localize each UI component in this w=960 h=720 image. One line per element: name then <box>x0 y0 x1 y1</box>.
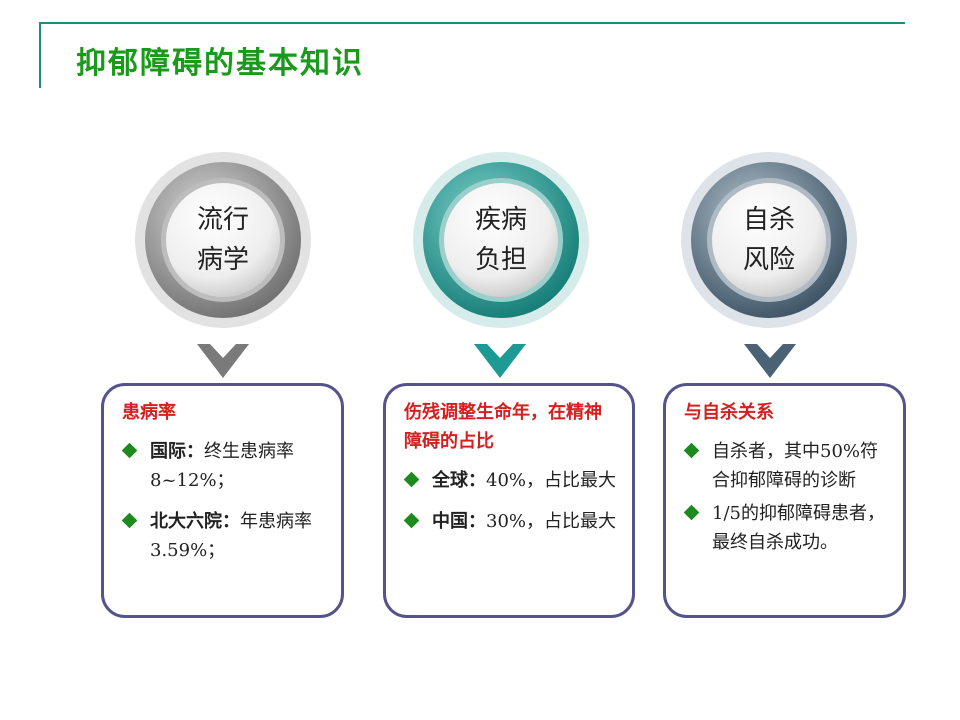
list-item: 中国：30%，占比最大 <box>403 507 618 536</box>
ring-slate-icon <box>681 152 857 328</box>
chevron-down-icon <box>197 344 249 378</box>
item-label: 国际： <box>150 441 204 462</box>
diamond-bullet-icon <box>121 442 138 459</box>
circle-label-line1: 自杀 <box>742 205 795 235</box>
item-text: 终生患病率8~12%； <box>150 441 294 491</box>
ring-gray-icon <box>135 152 311 328</box>
card-prevalence: 患病率 国际：终生患病率8~12%； 北大六院：年患病率3.59%； <box>101 383 344 618</box>
card-heading: 患病率 <box>122 402 176 423</box>
circle-label-line2: 风险 <box>742 245 795 275</box>
list-item: 1/5的抑郁障碍患者，最终自杀成功。 <box>683 499 889 557</box>
item-text: 年患病率3.59%； <box>150 511 312 561</box>
chevron-down-icon <box>474 344 526 378</box>
card-heading: 与自杀关系 <box>684 402 774 423</box>
card-daly: 伤残调整生命年，在精神障碍的占比 全球：40%，占比最大 中国：30%，占比最大 <box>383 383 635 618</box>
diamond-bullet-icon <box>683 504 700 521</box>
circle-label-line1: 疾病 <box>474 205 527 235</box>
diamond-bullet-icon <box>121 512 138 529</box>
card-heading: 伤残调整生命年，在精神障碍的占比 <box>404 402 602 452</box>
list-item: 全球：40%，占比最大 <box>403 466 618 495</box>
circle-label-line2: 病学 <box>196 245 249 275</box>
circle-label-line2: 负担 <box>474 245 527 275</box>
item-text: 自杀者，其中50%符合抑郁障碍的诊断 <box>712 441 879 491</box>
item-text: 40%，占比最大 <box>486 470 617 491</box>
item-text: 30%，占比最大 <box>486 511 617 532</box>
diamond-bullet-icon <box>403 471 420 488</box>
diamond-bullet-icon <box>403 512 420 529</box>
circle-label-line1: 流行 <box>196 205 249 235</box>
item-text: 1/5的抑郁障碍患者，最终自杀成功。 <box>712 503 885 553</box>
card-suicide: 与自杀关系 自杀者，其中50%符合抑郁障碍的诊断 1/5的抑郁障碍患者，最终自杀… <box>663 383 906 618</box>
chevron-down-icon <box>744 344 796 378</box>
page-title: 抑郁障碍的基本知识 <box>76 46 364 81</box>
frame-line-left <box>39 22 41 88</box>
frame-line-top <box>39 22 905 24</box>
diamond-bullet-icon <box>683 442 700 459</box>
list-item: 国际：终生患病率8~12%； <box>121 437 327 495</box>
list-item: 北大六院：年患病率3.59%； <box>121 507 327 565</box>
item-label: 北大六院： <box>150 511 240 532</box>
item-label: 中国： <box>432 511 486 532</box>
circle-disease-burden: 疾病 负担 <box>411 150 591 330</box>
list-item: 自杀者，其中50%符合抑郁障碍的诊断 <box>683 437 889 495</box>
item-label: 全球： <box>432 470 486 491</box>
ring-teal-icon <box>413 152 589 328</box>
circle-epidemiology: 流行 病学 <box>133 150 313 330</box>
circle-suicide-risk: 自杀 风险 <box>679 150 859 330</box>
